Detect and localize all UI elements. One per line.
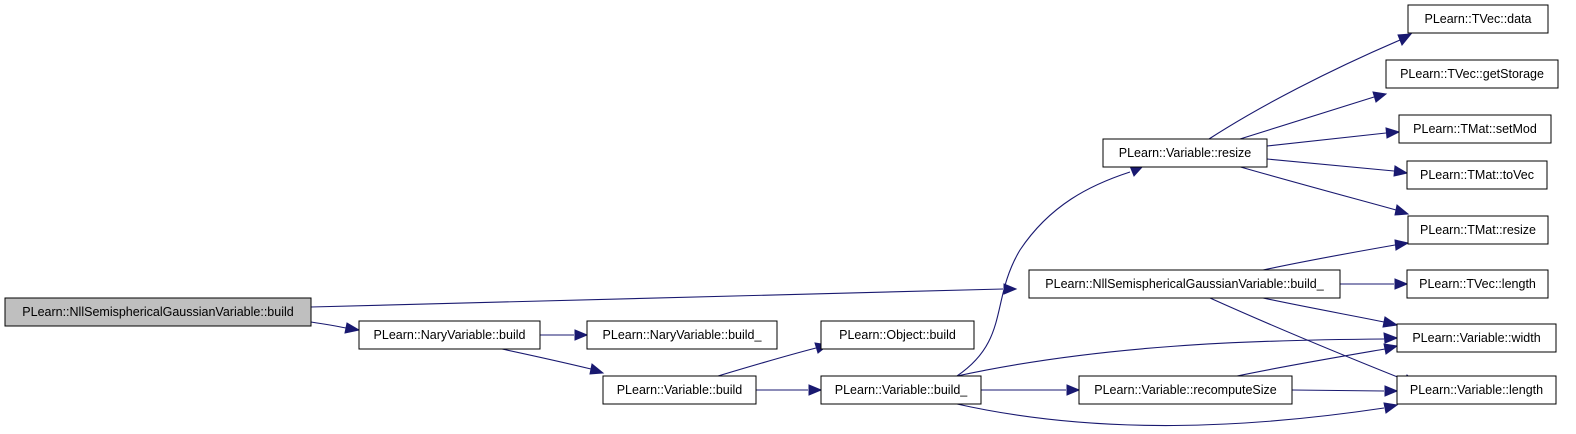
edge-nary-build-to-var-build: [501, 348, 605, 375]
node-label: PLearn::NaryVariable::build_: [603, 328, 763, 342]
edge-nll-build_-to-tvec-length: [1340, 278, 1409, 290]
node-label: PLearn::NllSemisphericalGaussianVariable…: [22, 305, 293, 319]
node-label: PLearn::TMat::resize: [1420, 223, 1536, 237]
edge-resize-to-tvec-data: [1208, 33, 1413, 140]
edge-var-build_-to-var-width: [956, 332, 1399, 377]
edge-var-build_-to-recompute: [981, 384, 1081, 396]
node-recompute-size[interactable]: PLearn::Variable::recomputeSize: [1078, 375, 1293, 405]
node-var-build[interactable]: PLearn::Variable::build: [602, 375, 757, 405]
node-label: PLearn::NaryVariable::build: [374, 328, 526, 342]
node-tvec-getstorage[interactable]: PLearn::TVec::getStorage: [1385, 59, 1559, 89]
edge-nary-build-to-nary-build_: [540, 329, 589, 341]
node-label: PLearn::TMat::setMod: [1413, 122, 1537, 136]
node-var-resize[interactable]: PLearn::Variable::resize: [1102, 138, 1268, 168]
edge-resize-to-tmat-tovec: [1266, 158, 1409, 177]
edge-var-build_-to-var-resize: [956, 165, 1145, 377]
node-label: PLearn::Variable::length: [1410, 383, 1543, 397]
edge-resize-to-tvec-getstorage: [1239, 91, 1388, 140]
edge-var-build-to-var-build_: [756, 384, 823, 396]
node-var-width[interactable]: PLearn::Variable::width: [1396, 323, 1557, 353]
node-nary-build[interactable]: PLearn::NaryVariable::build: [358, 320, 541, 350]
node-label: PLearn::TVec::data: [1424, 12, 1531, 26]
edge-resize-to-tmat-setmod: [1266, 127, 1401, 147]
node-nary-build_[interactable]: PLearn::NaryVariable::build_: [586, 320, 778, 350]
node-var-length[interactable]: PLearn::Variable::length: [1396, 375, 1557, 405]
node-nll-build[interactable]: PLearn::NllSemisphericalGaussianVariable…: [4, 297, 312, 327]
node-label: PLearn::TVec::length: [1419, 277, 1536, 291]
node-label: PLearn::NllSemisphericalGaussianVariable…: [1045, 277, 1324, 291]
node-label: PLearn::Variable::build_: [835, 383, 969, 397]
edge-root-to-nll-build_: [310, 283, 1018, 308]
node-var-build_[interactable]: PLearn::Variable::build_: [820, 375, 982, 405]
edges: [310, 33, 1419, 427]
node-nll-build_[interactable]: PLearn::NllSemisphericalGaussianVariable…: [1028, 269, 1341, 299]
node-label: PLearn::TMat::toVec: [1420, 168, 1534, 182]
node-tmat-setmod[interactable]: PLearn::TMat::setMod: [1398, 114, 1552, 144]
edge-recompute-to-var-length: [1291, 385, 1399, 397]
node-label: PLearn::Object::build: [839, 328, 956, 342]
node-tvec-length[interactable]: PLearn::TVec::length: [1406, 269, 1549, 299]
node-tvec-data[interactable]: PLearn::TVec::data: [1407, 4, 1549, 34]
node-tmat-tovec[interactable]: PLearn::TMat::toVec: [1406, 160, 1548, 190]
edge-root-to-nary-build: [310, 321, 361, 334]
node-tmat-resize[interactable]: PLearn::TMat::resize: [1407, 215, 1549, 245]
edge-var-build_-to-var-length: [956, 402, 1399, 427]
node-label: PLearn::Variable::width: [1412, 331, 1540, 345]
edge-recompute-to-var-width: [1236, 343, 1399, 377]
edge-nll-build_-to-var-width: [1262, 297, 1399, 328]
edge-resize-to-tmat-resize: [1236, 165, 1410, 216]
edge-nll-build_-to-tmat-resize: [1262, 239, 1410, 271]
nodes: PLearn::NllSemisphericalGaussianVariable…: [4, 4, 1559, 405]
node-label: PLearn::Variable::resize: [1119, 146, 1252, 160]
node-obj-build[interactable]: PLearn::Object::build: [820, 320, 975, 350]
node-label: PLearn::TVec::getStorage: [1400, 67, 1544, 81]
node-label: PLearn::Variable::recomputeSize: [1094, 383, 1277, 397]
node-label: PLearn::Variable::build: [617, 383, 743, 397]
